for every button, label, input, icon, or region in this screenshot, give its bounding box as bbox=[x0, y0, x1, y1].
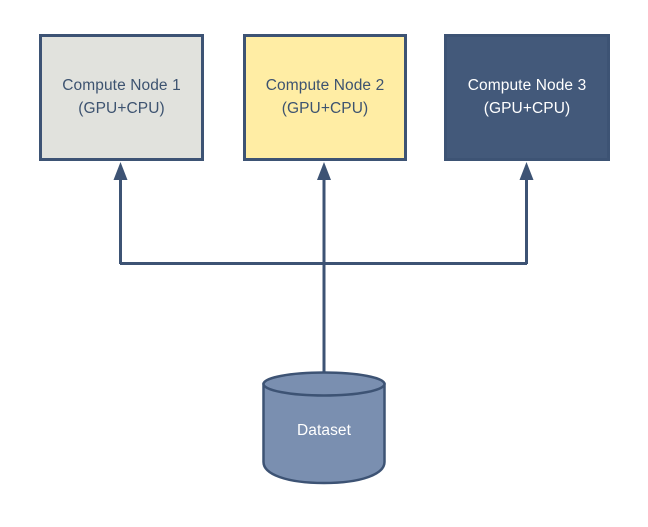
arrowhead-node-3 bbox=[519, 162, 534, 180]
connector-group bbox=[113, 162, 534, 373]
arrowhead-node-1 bbox=[113, 162, 128, 180]
compute-node-1[interactable]: Compute Node 1 (GPU+CPU) bbox=[39, 34, 204, 161]
compute-node-3-title: Compute Node 3 bbox=[467, 77, 587, 95]
dataset-cylinder-shape bbox=[262, 371, 386, 485]
compute-node-1-title: Compute Node 1 bbox=[62, 77, 181, 95]
compute-node-3-subtitle: (GPU+CPU) bbox=[483, 99, 571, 117]
arrowhead-node-2 bbox=[317, 162, 331, 180]
cylinder-top-ellipse bbox=[262, 371, 386, 397]
compute-node-2[interactable]: Compute Node 2 (GPU+CPU) bbox=[243, 34, 407, 161]
compute-node-2-title: Compute Node 2 bbox=[265, 77, 385, 95]
compute-node-2-subtitle: (GPU+CPU) bbox=[281, 99, 369, 117]
compute-node-3[interactable]: Compute Node 3 (GPU+CPU) bbox=[444, 34, 610, 161]
compute-node-1-subtitle: (GPU+CPU) bbox=[78, 99, 165, 117]
cylinder-body bbox=[262, 382, 386, 485]
